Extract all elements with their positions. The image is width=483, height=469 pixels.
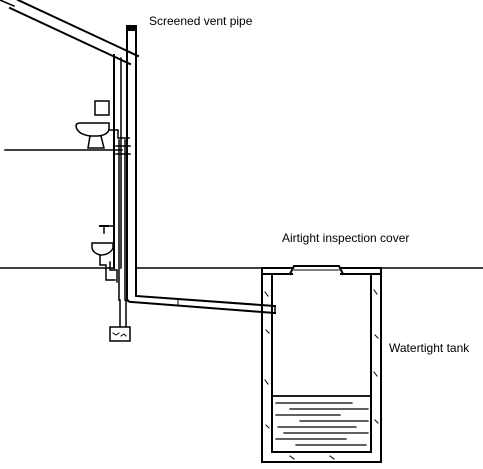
inspection-cover <box>288 265 345 276</box>
outlet-pipe <box>126 292 277 315</box>
tank-water <box>272 395 371 446</box>
underground-drain <box>109 299 131 342</box>
wall-texture <box>264 289 379 460</box>
label-screened-vent-pipe: Screened vent pipe <box>149 14 253 28</box>
drain-stack <box>115 139 131 301</box>
toilet <box>75 100 130 149</box>
tank-walls <box>261 267 382 463</box>
roof <box>0 0 140 66</box>
house-wall <box>113 54 122 269</box>
label-airtight-inspection-cover: Airtight inspection cover <box>282 231 410 245</box>
wash-basin <box>91 225 118 283</box>
vent-pipe <box>126 25 137 294</box>
label-watertight-tank: Watertight tank <box>389 341 470 355</box>
